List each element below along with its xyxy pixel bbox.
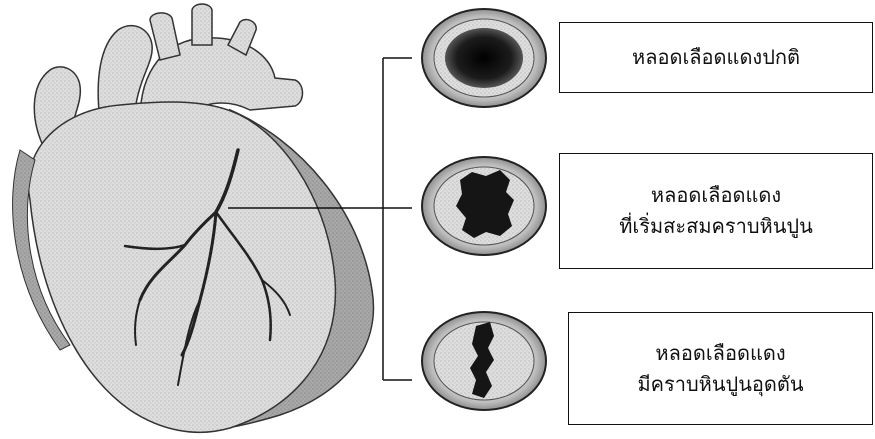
artery-blocked-icon <box>422 312 546 410</box>
label-early-plaque-line2: ที่เริ่มสะสมคราบหินปูน <box>619 211 813 242</box>
label-normal-artery-line1: หลอดเลือดแดงปกติ <box>632 42 800 73</box>
heart-icon <box>13 4 374 432</box>
branch-vessel-2-icon <box>192 4 212 45</box>
branch-vessel-1-icon <box>150 13 180 60</box>
label-blocked-line2: มีคราบหินปูนอุดตัน <box>637 369 803 400</box>
label-early-plaque-line1: หลอดเลือดแดง <box>651 180 781 211</box>
artery-normal-icon <box>422 9 546 107</box>
artery-early-plaque-icon <box>422 157 546 255</box>
label-blocked-artery: หลอดเลือดแดง มีคราบหินปูนอุดตัน <box>568 312 873 425</box>
label-early-plaque-artery: หลอดเลือดแดง ที่เริ่มสะสมคราบหินปูน <box>559 153 873 269</box>
label-normal-artery: หลอดเลือดแดงปกติ <box>559 22 873 93</box>
label-blocked-line1: หลอดเลือดแดง <box>655 338 785 369</box>
